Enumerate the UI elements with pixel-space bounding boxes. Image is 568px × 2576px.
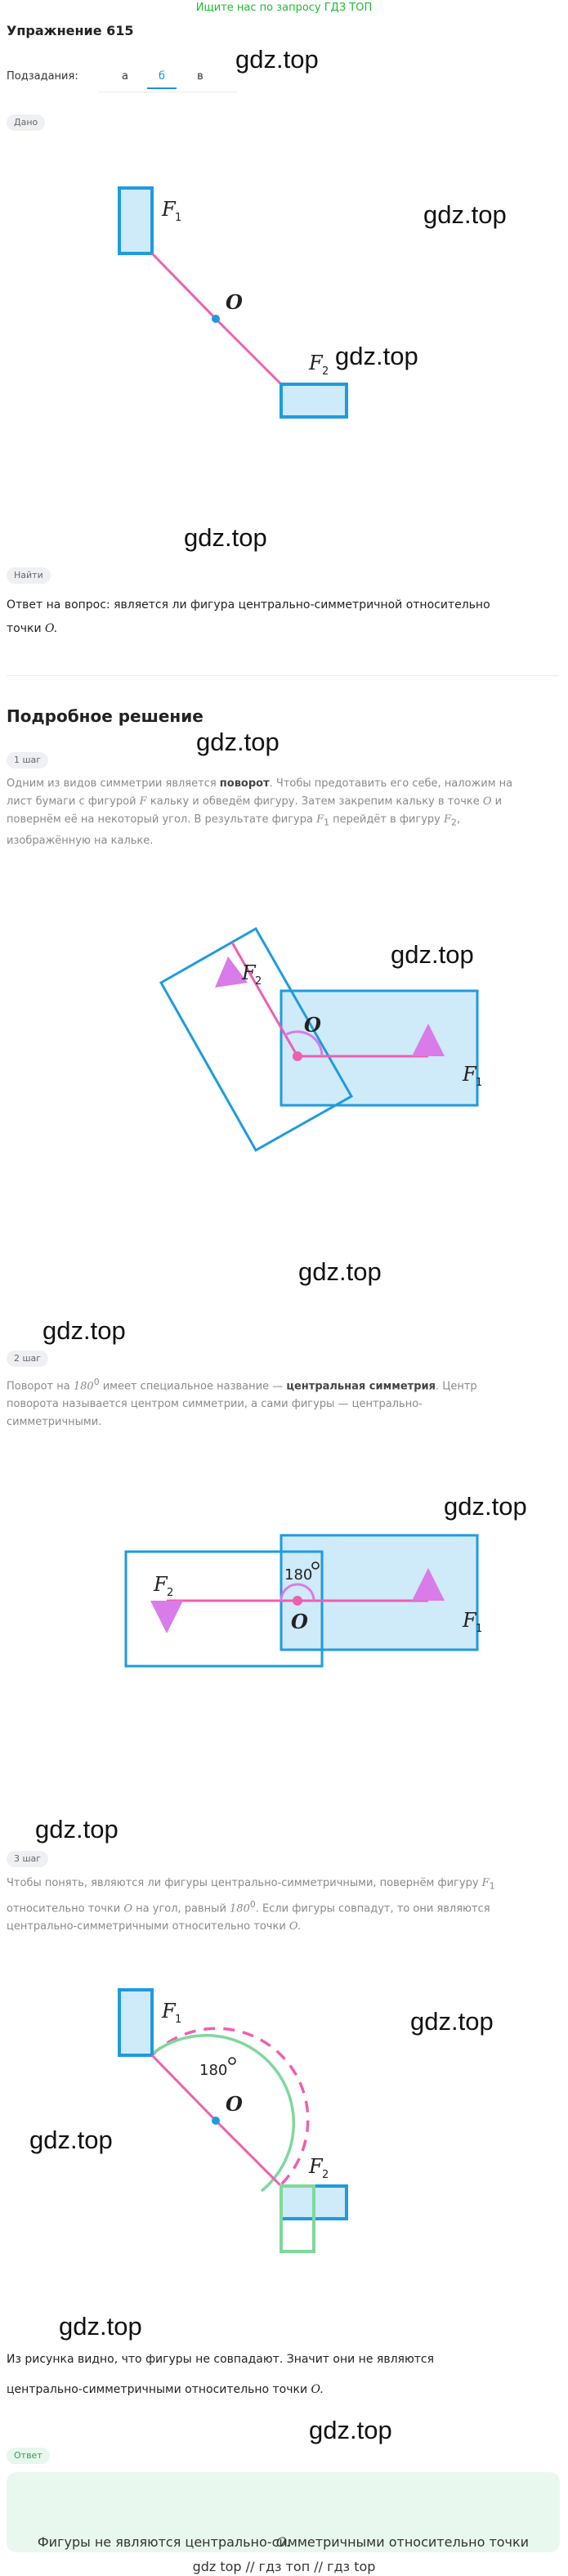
watermark: gdz.top bbox=[196, 728, 280, 756]
f2-triangle bbox=[215, 956, 248, 988]
label-f1-sub: 1 bbox=[175, 212, 181, 224]
f1-rect bbox=[118, 186, 154, 255]
point-o bbox=[212, 2117, 220, 2125]
step1-figure: O F 1 F 2 bbox=[159, 926, 482, 1153]
f1-triangle bbox=[412, 1024, 445, 1056]
degree-sign bbox=[311, 1561, 320, 1570]
watermark: gdz.top bbox=[410, 2007, 494, 2036]
label-f1-sub: 1 bbox=[476, 1623, 482, 1635]
answer-box: Фигуры не являются центрально-симметричн… bbox=[7, 2472, 560, 2552]
label-o: O bbox=[226, 290, 243, 314]
tab-v[interactable]: в bbox=[197, 70, 203, 83]
f2-triangle bbox=[150, 1601, 183, 1633]
label-f2-sub: 2 bbox=[255, 975, 262, 988]
watermark: gdz.top bbox=[335, 342, 418, 370]
answer-pill: Ответ bbox=[7, 2448, 50, 2464]
label-f2: F bbox=[308, 352, 324, 374]
watermark: gdz.top bbox=[391, 940, 474, 969]
watermark: gdz.top bbox=[309, 2416, 392, 2444]
solution-title: Подробное решение bbox=[7, 706, 203, 726]
segment-o-f2 bbox=[214, 2119, 283, 2188]
watermark: gdz.top bbox=[423, 200, 507, 229]
label-f1: F bbox=[462, 1609, 477, 1632]
label-o: O bbox=[291, 1610, 308, 1633]
segment-f1-o bbox=[150, 2054, 217, 2122]
point-o bbox=[212, 315, 220, 323]
step2-text: Поворот на 1800 имеет специальное назван… bbox=[7, 1377, 477, 1429]
label-f2-sub: 2 bbox=[322, 2169, 329, 2181]
page-title: Упражнение 615 bbox=[7, 23, 134, 38]
rotation-arc bbox=[280, 1583, 315, 1602]
rotation-path bbox=[150, 2027, 310, 2186]
f1-rect bbox=[280, 1534, 479, 1651]
watermark: gdz.top bbox=[35, 1815, 119, 1844]
label-f1: F bbox=[462, 1063, 477, 1086]
given-figure: F 1 O F 2 bbox=[118, 186, 348, 419]
watermark: gdz.top bbox=[444, 1492, 527, 1521]
label-f1: F bbox=[161, 2000, 177, 2023]
label-o: O bbox=[304, 1013, 321, 1037]
subtasks-label: Подзадания: bbox=[7, 70, 78, 83]
watermark: gdz.top bbox=[298, 1257, 382, 1286]
step3-text: Чтобы понять, являются ли фигуры централ… bbox=[7, 1877, 495, 1933]
given-pill: Дано bbox=[7, 114, 46, 131]
find-pill: Найти bbox=[7, 567, 51, 584]
divider bbox=[7, 675, 558, 676]
f1-rect bbox=[280, 989, 479, 1107]
footer-links: gdz top // гдз топ // гдз top bbox=[192, 2559, 376, 2574]
degree-sign bbox=[228, 2057, 236, 2065]
segment-f1-o bbox=[150, 252, 217, 320]
label-f2-sub: 2 bbox=[322, 365, 329, 378]
watermark: gdz.top bbox=[235, 45, 319, 74]
footer-link[interactable]: gdz top bbox=[192, 2559, 242, 2574]
point-o bbox=[293, 1596, 302, 1606]
angle-label: 180 bbox=[199, 2062, 227, 2079]
f2-rect bbox=[124, 1550, 324, 1668]
step1-text: Одним из видов симметрии является поворо… bbox=[7, 777, 513, 847]
label-f1: F bbox=[161, 198, 177, 221]
f1-rotated-rect bbox=[280, 2184, 315, 2253]
find-question: Ответ на вопрос: является ли фигура цент… bbox=[7, 598, 490, 635]
footer-link[interactable]: гдз top bbox=[327, 2559, 376, 2574]
watermark: gdz.top bbox=[184, 523, 267, 552]
f1-rect bbox=[118, 1988, 154, 2057]
f1-triangle bbox=[412, 1568, 445, 1601]
rotation-arc bbox=[284, 1030, 324, 1057]
label-f2-sub: 2 bbox=[167, 1587, 173, 1599]
watermark: gdz.top bbox=[29, 2126, 113, 2154]
step3-figure: 180 O F 1 F 2 bbox=[118, 1988, 348, 2253]
label-o: O bbox=[226, 2092, 243, 2116]
tab-a[interactable]: а bbox=[122, 70, 128, 83]
label-f2: F bbox=[308, 2155, 324, 2178]
label-f2: F bbox=[153, 1573, 168, 1596]
angle-label: 180 bbox=[284, 1566, 312, 1584]
point-o bbox=[293, 1051, 302, 1061]
label-f1-sub: 1 bbox=[476, 1077, 482, 1089]
step2-pill: 2 шаг bbox=[7, 1351, 49, 1367]
watermark: gdz.top bbox=[42, 1316, 126, 1345]
footer-link[interactable]: гдз топ bbox=[258, 2559, 311, 2574]
step3-pill: 3 шаг bbox=[7, 1851, 49, 1867]
f2-rotated-rect bbox=[159, 926, 354, 1153]
conclusion-text: Из рисунка видно, что фигуры не совпадаю… bbox=[7, 2353, 434, 2396]
step2-figure: 180 O F 1 F 2 bbox=[124, 1534, 482, 1668]
f2-segment bbox=[230, 942, 299, 1057]
rotation-arc bbox=[149, 2033, 296, 2193]
f2-rect bbox=[280, 383, 348, 419]
label-f1-sub: 1 bbox=[175, 2014, 181, 2026]
watermark: gdz.top bbox=[59, 2312, 142, 2341]
segment-o-f2 bbox=[214, 317, 283, 386]
top-search-link[interactable]: Ищите нас по запросу ГДЗ ТОП bbox=[195, 2, 373, 14]
step1-pill: 1 шаг bbox=[7, 752, 49, 768]
tab-b[interactable]: б bbox=[147, 70, 177, 89]
label-f2: F bbox=[241, 961, 257, 984]
